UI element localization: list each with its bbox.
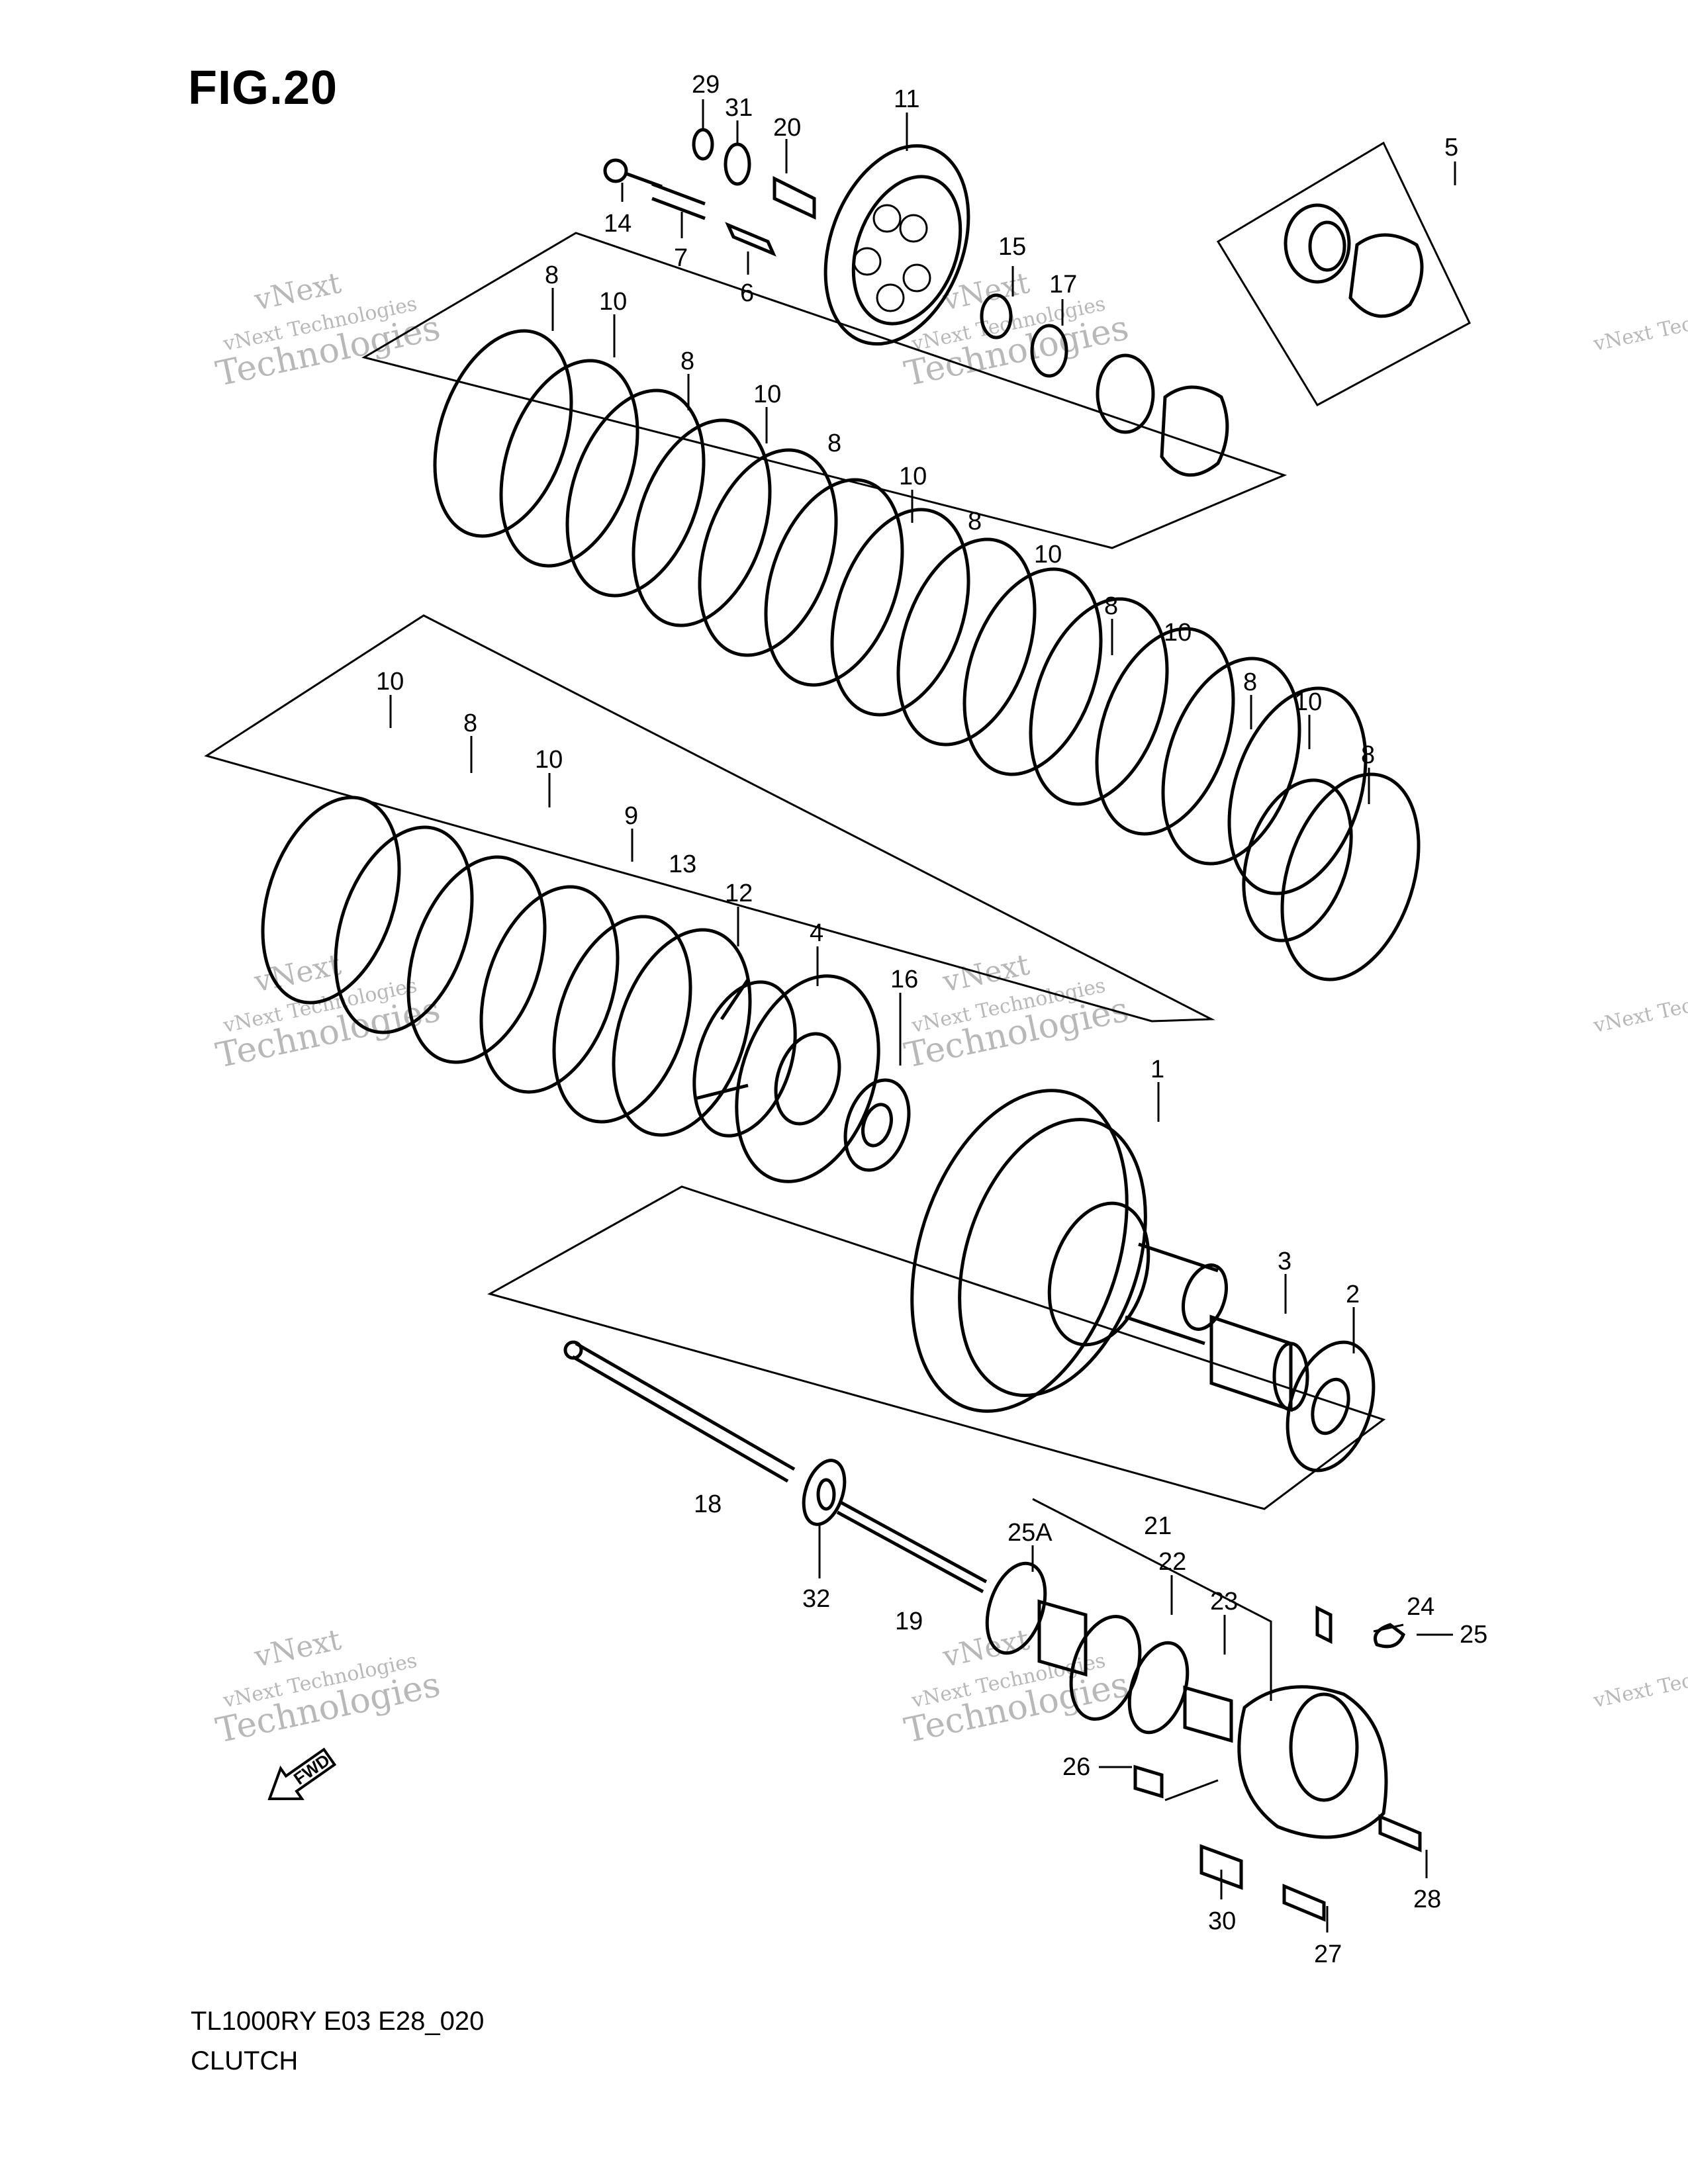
callout-label: 14 [604, 210, 632, 238]
clutch-sleeve-hub-4 [692, 974, 880, 1183]
callout-label: 7 [674, 244, 688, 272]
figure-title: FIG.20 [188, 62, 338, 114]
callout-label: 2 [1346, 1281, 1360, 1308]
callout-label: 10 [899, 463, 927, 490]
callout-label: 8 [1243, 668, 1257, 696]
clutch-plate-stack [261, 329, 1421, 1137]
model-code: TL1000RY E03 E28_020 [191, 2007, 485, 2036]
release-cylinder-assembly [985, 1498, 1422, 1922]
group-box-plates-lower [204, 614, 1215, 1023]
washer-32 [802, 1459, 847, 1526]
callout-label: 10 [1034, 541, 1062, 569]
callout-label: 8 [968, 508, 982, 535]
callout-labels: 29 31 20 11 14 7 6 15 17 5 8 10 8 10 8 1… [376, 71, 1487, 1968]
group-name: CLUTCH [191, 2046, 299, 2075]
group-box-part-5 [1216, 141, 1471, 406]
callout-label: 12 [725, 880, 753, 907]
callout-label: 8 [545, 261, 559, 289]
callout-label: 27 [1314, 1940, 1342, 1968]
callout-label: 10 [1164, 619, 1192, 647]
fwd-arrow-icon: FWD [267, 1747, 337, 1800]
callout-label: 10 [1294, 688, 1322, 716]
callout-label: 1 [1150, 1056, 1164, 1083]
callout-label: 22 [1158, 1548, 1186, 1576]
group-outlines [204, 141, 1471, 1510]
group-box-housing [487, 1185, 1386, 1510]
callout-label: 5 [1444, 134, 1458, 161]
primary-driven-gear-assembly-1 [910, 1089, 1228, 1413]
callout-label: 10 [753, 381, 781, 408]
callout-label: 17 [1049, 271, 1077, 298]
push-rod-19 [836, 1500, 988, 1594]
callout-label: 13 [669, 850, 696, 878]
callout-label: 25A [1008, 1519, 1053, 1547]
callout-label: 28 [1413, 1886, 1441, 1913]
thrust-washer-2 [1286, 1340, 1376, 1473]
callout-label: 19 [895, 1608, 923, 1635]
part-5-assembly [1284, 203, 1424, 318]
callout-label: 8 [463, 709, 477, 737]
callout-label: 31 [725, 94, 753, 122]
watermark-group: vNext vNext Technologies Technologies vN… [212, 266, 1688, 1751]
callout-label: 16 [890, 966, 918, 993]
callout-label: 4 [810, 919, 823, 947]
callout-label: 10 [535, 746, 563, 774]
callout-label: 15 [998, 233, 1026, 261]
push-rod-18 [563, 1340, 796, 1483]
callout-label: 24 [1407, 1593, 1434, 1621]
callout-label: 10 [599, 288, 627, 316]
callout-label: 3 [1278, 1248, 1291, 1275]
callout-label: 8 [680, 347, 694, 375]
leader-lines [389, 99, 1456, 1933]
washer-16 [843, 1078, 911, 1172]
watermark-text: vNext Technologies [1591, 293, 1688, 356]
callout-label: 11 [894, 85, 919, 113]
callout-label: 21 [1144, 1512, 1172, 1540]
callout-label: 8 [1104, 592, 1118, 620]
callout-label: 9 [624, 802, 638, 830]
callout-label: 20 [773, 114, 801, 142]
callout-label: 6 [740, 279, 754, 307]
callout-label: 23 [1210, 1588, 1238, 1615]
group-box-plates-upper [361, 232, 1288, 549]
callout-label: 8 [1361, 741, 1375, 769]
needle-bearing-3 [1209, 1314, 1309, 1412]
callout-label: 32 [802, 1585, 830, 1613]
callout-label: 26 [1062, 1753, 1090, 1781]
callout-label: 25 [1460, 1621, 1487, 1649]
watermark-text: vNext Technologies [1591, 974, 1688, 1038]
callout-label: 10 [376, 668, 404, 696]
callout-label: 8 [827, 430, 841, 457]
callout-label: 18 [694, 1490, 722, 1518]
callout-label: 29 [692, 71, 720, 99]
watermark-text: vNext Technologies [1591, 1649, 1688, 1713]
callout-label: 30 [1208, 1907, 1236, 1935]
pressure-plate-11 [823, 144, 970, 346]
